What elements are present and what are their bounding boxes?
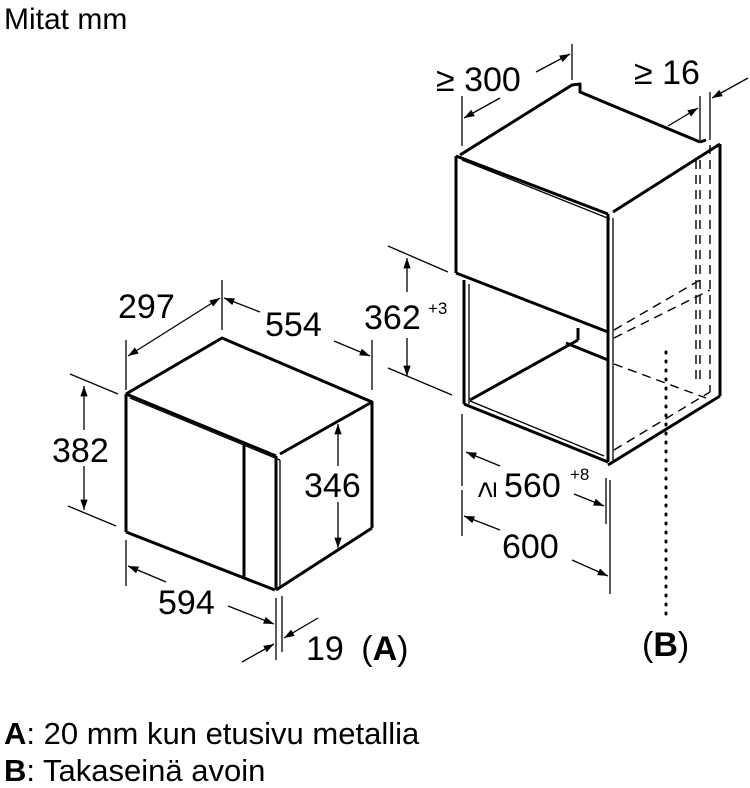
- dim-cabinet-width: 600: [461, 480, 611, 594]
- cabinet-drawing: [454, 82, 722, 620]
- svg-text:297: 297: [118, 288, 175, 326]
- dim-appliance-depth: 297: [118, 280, 223, 390]
- dim-niche-width: ≥ 560 +8: [461, 414, 607, 524]
- svg-text:+3: +3: [428, 299, 447, 318]
- dim-cabinet-depth: ≥ 300: [436, 44, 573, 146]
- svg-text:≥ 16: ≥ 16: [634, 54, 700, 92]
- dim-cabinet-side: ≥ 16: [634, 54, 749, 140]
- svg-text:600: 600: [502, 528, 559, 566]
- svg-text:≥: ≥: [470, 482, 503, 498]
- niche-width-value: 560: [504, 467, 561, 505]
- svg-text:≥ 300: ≥ 300: [436, 61, 521, 99]
- dim-niche-height: 362 +3: [364, 245, 453, 396]
- svg-text:362: 362: [364, 299, 421, 337]
- svg-text:594: 594: [158, 584, 215, 622]
- legend: A: 20 mm kun etusivu metallia B: Takasei…: [4, 716, 420, 788]
- dim-appliance-front-offset: 19 (A): [241, 596, 409, 668]
- dim-appliance-inner-height: 346: [304, 424, 361, 548]
- svg-text:382: 382: [52, 432, 109, 470]
- svg-text:554: 554: [265, 306, 322, 344]
- svg-text:346: 346: [304, 467, 361, 505]
- legend-item-a: A: 20 mm kun etusivu metallia: [4, 716, 420, 751]
- legend-item-b: B: Takaseinä avoin: [4, 753, 265, 788]
- marker-b: (B): [642, 626, 689, 664]
- dim-appliance-width-front: 594: [125, 540, 277, 660]
- svg-text:19 (A): 19 (A): [306, 630, 409, 668]
- page-title: Mitat mm: [4, 3, 127, 36]
- dim-appliance-height: 382: [52, 373, 119, 527]
- svg-text:+8: +8: [570, 465, 589, 484]
- dim-appliance-width-top: 554: [223, 297, 373, 390]
- appliance-drawing: [124, 336, 374, 592]
